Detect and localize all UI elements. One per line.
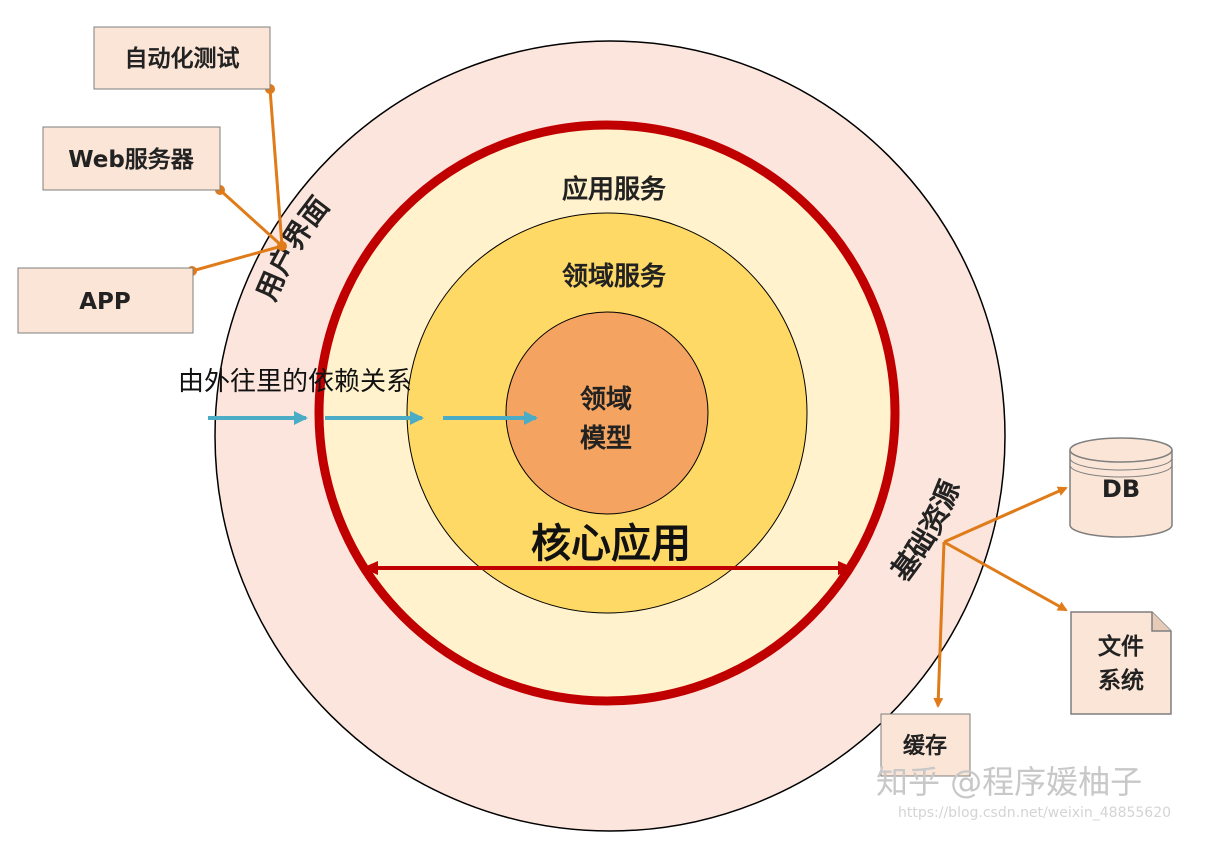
- url-watermark: https://blog.csdn.net/weixin_48855620: [898, 805, 1171, 821]
- dependency-direction-label: 由外往里的依赖关系: [178, 367, 412, 397]
- connector-dot: [277, 241, 287, 251]
- cache-box: 缓存: [880, 713, 971, 777]
- app-box: APP: [17, 267, 194, 334]
- web-server-label: Web服务器: [68, 147, 195, 173]
- cache-label: 缓存: [903, 733, 947, 759]
- domain-model-label-2: 模型: [580, 424, 632, 454]
- file-system-document: 文件 系统: [1070, 611, 1172, 715]
- auto-test-label: 自动化测试: [125, 45, 240, 72]
- web-server-box: Web服务器: [42, 126, 221, 191]
- domain-model-layer: [505, 311, 709, 515]
- ui-client-connectors: [191, 88, 284, 273]
- file-system-label-2: 系统: [1098, 667, 1144, 694]
- db-cylinder: DB: [1069, 437, 1173, 538]
- infrastructure-connectors: [933, 486, 1068, 708]
- auto-test-box: 自动化测试: [93, 26, 271, 90]
- domain-model-label-1: 领域: [580, 384, 632, 415]
- application-service-label: 应用服务: [562, 174, 666, 205]
- db-label: DB: [1102, 475, 1140, 503]
- file-system-label-1: 文件: [1098, 633, 1144, 660]
- domain-service-label: 领域服务: [562, 261, 666, 292]
- core-application-label: 核心应用: [531, 521, 691, 567]
- app-label: APP: [79, 289, 131, 315]
- zhihu-watermark: 知乎 @程序媛柚子: [876, 763, 1142, 801]
